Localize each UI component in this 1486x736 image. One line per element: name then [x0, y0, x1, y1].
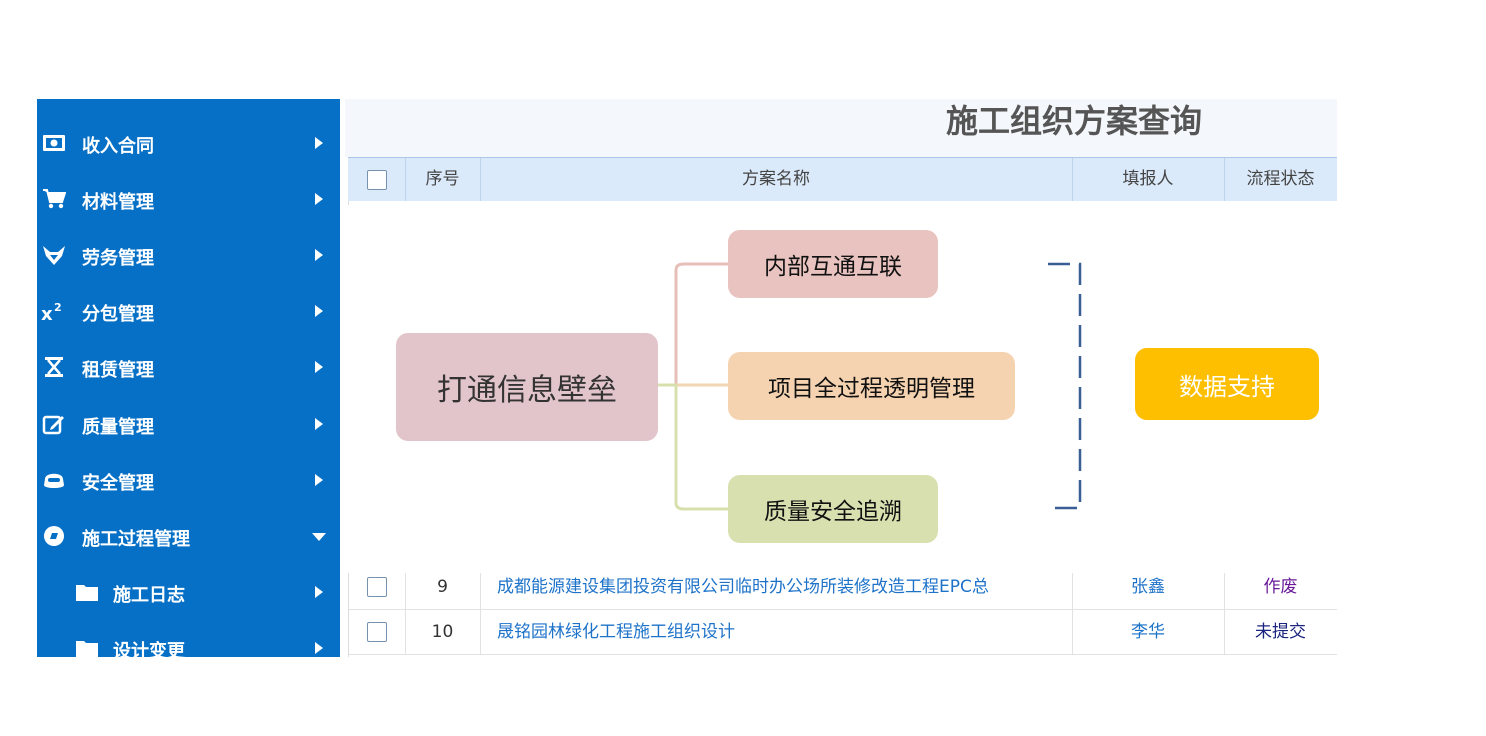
sidebar-subitem-construction-log[interactable]: 施工日志: [37, 572, 340, 612]
row-status: 作废: [1263, 577, 1298, 597]
row-checkbox[interactable]: [367, 577, 387, 597]
sidebar-item-income-contract[interactable]: 收入合同: [37, 123, 340, 163]
table-row[interactable]: 10 晟铭园林绿化工程施工组织设计 李华 未提交: [348, 610, 1337, 655]
title-bar: [345, 99, 1337, 157]
sidebar-item-label: 收入合同: [82, 136, 154, 157]
cart-icon: [41, 187, 67, 211]
sidebar-item-construction-process[interactable]: 施工过程管理: [37, 516, 340, 556]
column-header-reporter[interactable]: 填报人: [1072, 158, 1225, 202]
row-name-link[interactable]: 晟铭园林绿化工程施工组织设计: [497, 622, 735, 642]
edit-icon: [41, 412, 67, 436]
row-no: 10: [431, 622, 454, 642]
select-all-cell: [348, 158, 406, 202]
column-header-no[interactable]: 序号: [405, 158, 481, 202]
sidebar-item-label: 材料管理: [82, 192, 154, 213]
root-node: 打通信息壁垒: [396, 333, 658, 441]
circle-icon: [41, 524, 67, 548]
table-header: 序号 方案名称 填报人 流程状态: [348, 157, 1337, 202]
sidebar-item-lease[interactable]: 租赁管理: [37, 347, 340, 387]
sidebar-item-label: 设计变更: [113, 641, 185, 657]
branch-node-transparency: 项目全过程透明管理: [728, 352, 1015, 420]
folder-icon: [74, 580, 100, 604]
folder-icon: [74, 636, 100, 657]
sidebar-item-quality[interactable]: 质量管理: [37, 404, 340, 444]
chevron-right-icon: [315, 361, 323, 373]
chevron-right-icon: [315, 642, 323, 654]
column-header-name[interactable]: 方案名称: [480, 158, 1073, 202]
row-name-link[interactable]: 成都能源建设集团投资有限公司临时办公场所装修改造工程EPC总: [497, 577, 989, 597]
sidebar-item-safety[interactable]: 安全管理: [37, 460, 340, 500]
hourglass-icon: [41, 355, 67, 379]
svg-text:2: 2: [54, 301, 62, 314]
select-all-checkbox[interactable]: [367, 170, 387, 190]
chevron-right-icon: [315, 193, 323, 205]
sidebar-item-label: 施工日志: [113, 585, 185, 606]
row-checkbox[interactable]: [367, 622, 387, 642]
sidebar-item-material[interactable]: 材料管理: [37, 179, 340, 219]
sidebar-item-label: 租赁管理: [82, 360, 154, 381]
sidebar-item-labor[interactable]: 劳务管理: [37, 235, 340, 275]
chevron-right-icon: [315, 249, 323, 261]
page-title: 施工组织方案查询: [946, 102, 1203, 140]
mind-map-overlay: 打通信息壁垒 内部互通互联 项目全过程透明管理 质量安全追溯 数据支持: [348, 205, 1337, 573]
sidebar-subitem-design-change[interactable]: 设计变更: [37, 628, 340, 657]
column-header-status[interactable]: 流程状态: [1246, 169, 1315, 189]
row-no: 9: [437, 577, 448, 597]
row-status: 未提交: [1255, 622, 1306, 642]
sidebar-item-label: 质量管理: [82, 417, 154, 438]
helmet-icon: [41, 468, 67, 492]
sidebar-item-label: 施工过程管理: [82, 529, 190, 550]
chevron-down-icon: [312, 533, 326, 541]
fox-icon: [41, 243, 67, 267]
chevron-right-icon: [315, 474, 323, 486]
svg-text:x: x: [41, 304, 53, 322]
money-icon: [41, 131, 67, 155]
row-reporter[interactable]: 李华: [1131, 622, 1165, 642]
branch-node-traceability: 质量安全追溯: [728, 475, 938, 543]
data-support-node: 数据支持: [1135, 348, 1319, 420]
chevron-right-icon: [315, 137, 323, 149]
row-reporter[interactable]: 张鑫: [1131, 577, 1165, 597]
branch-node-internal: 内部互通互联: [728, 230, 938, 298]
connector-lines: [658, 262, 1082, 511]
table-row[interactable]: 9 成都能源建设集团投资有限公司临时办公场所装修改造工程EPC总 张鑫 作废: [348, 565, 1337, 610]
sidebar-item-label: 劳务管理: [82, 248, 154, 269]
chevron-right-icon: [315, 418, 323, 430]
sidebar-item-label: 安全管理: [82, 473, 154, 494]
chevron-right-icon: [315, 586, 323, 598]
sidebar-item-label: 分包管理: [82, 304, 154, 325]
chevron-right-icon: [315, 305, 323, 317]
